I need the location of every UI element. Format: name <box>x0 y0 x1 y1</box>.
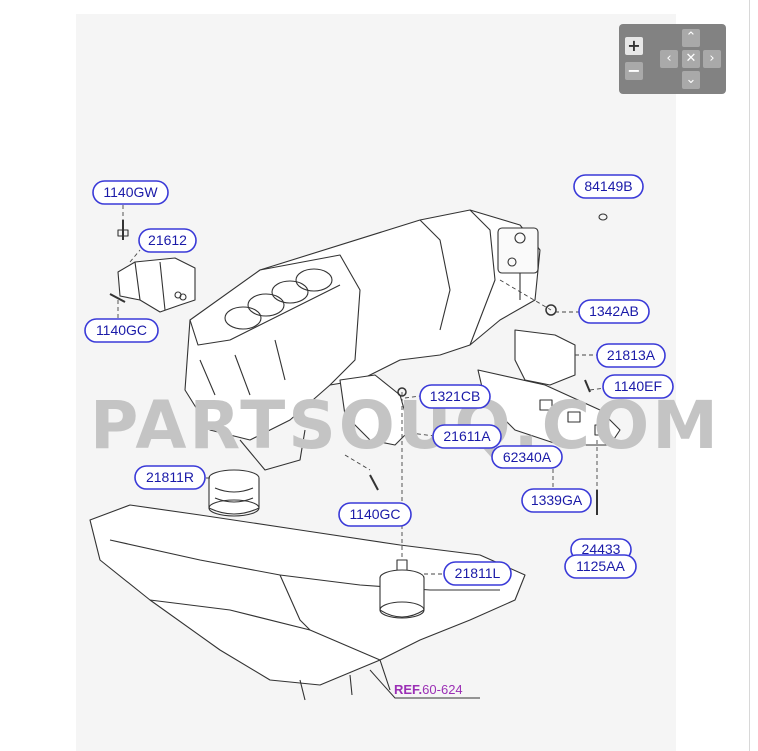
reference-link[interactable]: REF.60-624 <box>394 682 463 697</box>
svg-text:1125AA: 1125AA <box>576 558 625 574</box>
svg-text:21612: 21612 <box>148 232 187 248</box>
svg-text:21813A: 21813A <box>607 347 656 363</box>
callout-84149B[interactable]: 84149B <box>573 174 644 199</box>
svg-text:1339GA: 1339GA <box>531 492 583 508</box>
svg-text:21811L: 21811L <box>455 565 501 581</box>
svg-text:21811R: 21811R <box>146 469 194 485</box>
callout-21611A[interactable]: 21611A <box>432 424 502 449</box>
svg-text:21611A: 21611A <box>443 428 491 444</box>
svg-text:REF.60-624: REF.60-624 <box>394 682 463 697</box>
callout-1321CB[interactable]: 1321CB <box>419 384 491 409</box>
callout-1140GC-center[interactable]: 1140GC <box>338 502 412 527</box>
callout-1339GA[interactable]: 1339GA <box>521 488 592 513</box>
svg-text:1140EF: 1140EF <box>614 378 662 394</box>
subframe-drawing <box>89 504 526 686</box>
callout-21811L[interactable]: 21811L <box>443 561 512 586</box>
engine-block-drawing <box>184 254 361 441</box>
watermark: PARTSOUQ.COM <box>90 387 721 464</box>
svg-text:1140GC: 1140GC <box>349 506 400 522</box>
pan-down-button[interactable]: ⌄ <box>682 71 700 89</box>
callout-21813A[interactable]: 21813A <box>596 343 666 368</box>
scrollbar[interactable] <box>749 0 750 751</box>
callout-1342AB[interactable]: 1342AB <box>578 299 650 324</box>
svg-text:62340A: 62340A <box>503 449 552 465</box>
pan-right-button[interactable]: › <box>703 50 721 68</box>
pan-up-button[interactable]: ⌃ <box>682 29 700 47</box>
callout-1140GW[interactable]: 1140GW <box>92 180 169 205</box>
svg-text:1140GC: 1140GC <box>96 322 147 338</box>
callout-1140GC-left[interactable]: 1140GC <box>84 318 159 343</box>
svg-text:24433: 24433 <box>582 541 621 557</box>
right-mount-bracket-drawing <box>514 329 576 386</box>
reset-view-button[interactable]: ✕ <box>682 50 700 68</box>
pan-left-button[interactable]: ‹ <box>660 50 678 68</box>
callout-21612[interactable]: 21612 <box>138 228 197 253</box>
callout-1140EF[interactable]: 1140EF <box>602 374 674 399</box>
left-mount-bracket-drawing <box>117 257 196 313</box>
svg-text:1342AB: 1342AB <box>589 303 639 319</box>
zoom-out-button[interactable]: − <box>625 62 643 80</box>
zoom-in-button[interactable]: + <box>625 37 643 55</box>
callout-1125AA[interactable]: 1125AA <box>564 554 637 579</box>
callout-21811R[interactable]: 21811R <box>134 465 206 490</box>
crossmember-drawing <box>477 369 621 446</box>
svg-text:1321CB: 1321CB <box>430 388 481 404</box>
left-engine-mount-drawing <box>379 559 425 619</box>
svg-text:84149B: 84149B <box>584 178 632 194</box>
callout-62340A[interactable]: 62340A <box>491 445 563 469</box>
right-engine-mount-drawing <box>208 469 260 517</box>
zoom-pan-control: + − ⌃ ‹ ✕ › ⌄ <box>619 24 726 94</box>
svg-text:1140GW: 1140GW <box>103 184 158 200</box>
